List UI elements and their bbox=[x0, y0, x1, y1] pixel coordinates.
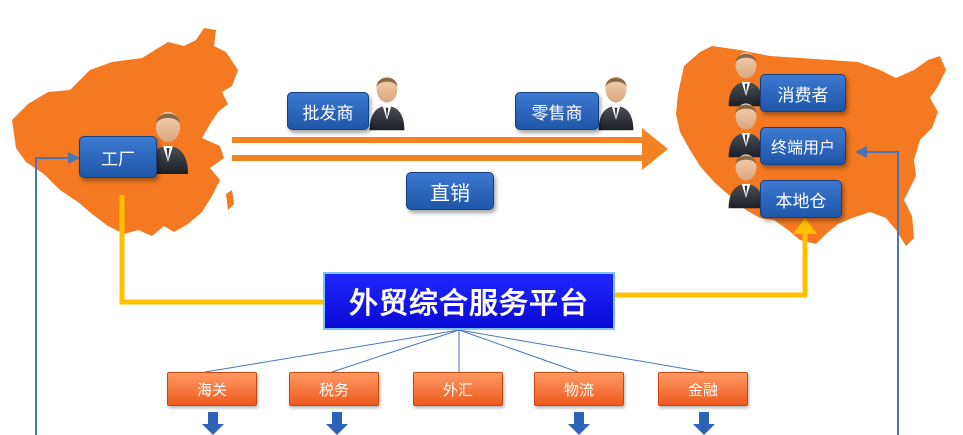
china-map bbox=[12, 28, 238, 236]
down-arrow-icon bbox=[202, 412, 224, 435]
service-connectors bbox=[204, 329, 705, 373]
warehouse-arrowhead bbox=[793, 218, 817, 234]
down-arrow-icon bbox=[693, 412, 715, 435]
wholesaler-node: 批发商 bbox=[287, 92, 369, 130]
businessman-icon bbox=[369, 76, 405, 131]
service-finance: 金融 bbox=[658, 372, 748, 406]
left-return-line bbox=[35, 157, 72, 435]
direct-sales-arrow-line-bottom bbox=[232, 155, 642, 161]
down-arrow-icon bbox=[568, 412, 590, 435]
service-logistics: 物流 bbox=[534, 372, 624, 406]
businessman-icon bbox=[728, 52, 764, 107]
service-forex: 外汇 bbox=[413, 372, 503, 406]
left-return-arrowhead bbox=[68, 152, 80, 164]
local-warehouse-node: 本地仓 bbox=[760, 180, 842, 218]
platform-to-factory-line bbox=[119, 195, 323, 305]
right-return-arrowhead bbox=[855, 146, 867, 158]
direct-sales-arrow-line-top bbox=[232, 137, 642, 143]
taiwan-island bbox=[226, 190, 234, 210]
service-customs: 海关 bbox=[167, 372, 257, 406]
platform-to-warehouse-line bbox=[615, 232, 808, 298]
direct-sales-arrowhead bbox=[642, 128, 668, 170]
businessman-icon bbox=[728, 154, 764, 209]
right-return-line bbox=[864, 151, 899, 435]
businessman-icon bbox=[728, 103, 764, 158]
retailer-node: 零售商 bbox=[515, 92, 599, 130]
end-user-node: 终端用户 bbox=[760, 127, 846, 165]
service-down-arrows bbox=[202, 412, 715, 435]
direct-sales-label: 直销 bbox=[406, 172, 494, 210]
platform-title: 外贸综合服务平台 bbox=[323, 272, 615, 330]
service-tax: 税务 bbox=[289, 372, 379, 406]
consumer-node: 消费者 bbox=[760, 74, 846, 112]
down-arrow-icon bbox=[326, 412, 348, 435]
businessman-icon bbox=[598, 76, 634, 131]
factory-node: 工厂 bbox=[79, 136, 157, 178]
businessman-icon bbox=[148, 112, 188, 174]
